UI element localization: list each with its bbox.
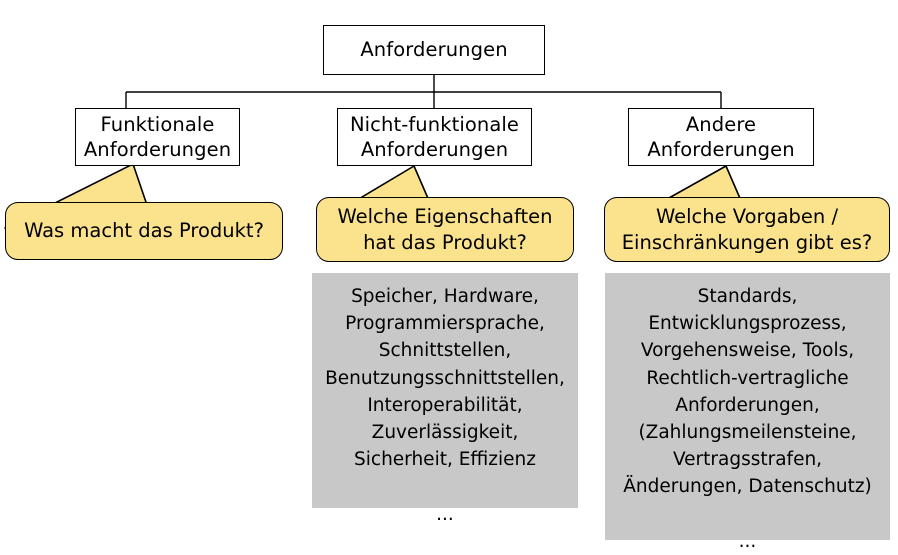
callout-andere-text: Welche Vorgaben / Einschränkungen gibt e… xyxy=(621,205,873,254)
callout-andere: Welche Vorgaben / Einschränkungen gibt e… xyxy=(604,197,890,262)
node-funktionale-anforderungen: Funktionale Anforderungen xyxy=(75,108,240,166)
detail-panel-andere: Standards, Entwicklungsprozess, Vorgehen… xyxy=(605,273,890,552)
detail-panel-nicht-funktionale-text: Speicher, Hardware, Programmiersprache, … xyxy=(325,286,565,525)
requirements-tree-diagram: Anforderungen Funktionale Anforderungen … xyxy=(4,25,890,552)
node-andere-anforderungen-label: Andere Anforderungen xyxy=(647,112,795,161)
detail-panel-nicht-funktionale: Speicher, Hardware, Programmiersprache, … xyxy=(312,273,578,525)
node-nicht-funktionale-anforderungen-label: Nicht-funktionale Anforderungen xyxy=(349,112,520,161)
detail-panel-andere-text: Standards, Entwicklungsprozess, Vorgehen… xyxy=(623,286,872,552)
node-andere-anforderungen: Andere Anforderungen xyxy=(628,108,814,166)
node-anforderungen: Anforderungen xyxy=(323,25,545,75)
callout-nicht-funktionale-text: Welche Eigenschaften hat das Produkt? xyxy=(337,205,553,254)
node-nicht-funktionale-anforderungen: Nicht-funktionale Anforderungen xyxy=(337,108,532,166)
node-anforderungen-label: Anforderungen xyxy=(360,38,508,62)
node-funktionale-anforderungen-label: Funktionale Anforderungen xyxy=(83,112,232,161)
callout-funktionale: Was macht das Produkt? xyxy=(5,202,283,260)
callout-funktionale-text: Was macht das Produkt? xyxy=(24,219,264,243)
callout-nicht-funktionale: Welche Eigenschaften hat das Produkt? xyxy=(316,197,574,262)
